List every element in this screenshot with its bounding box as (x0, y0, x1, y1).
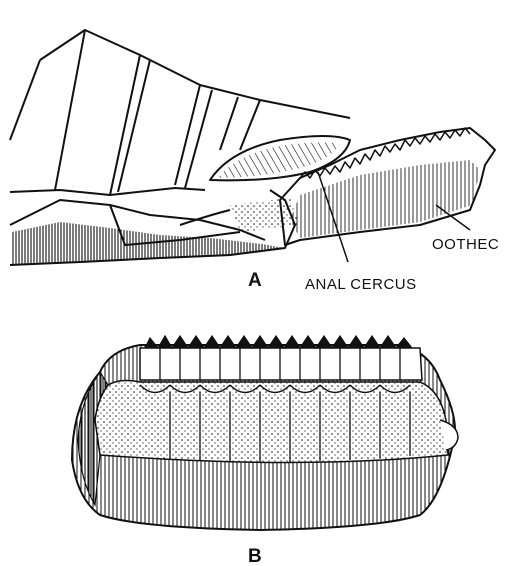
panel-b-ootheca (72, 336, 458, 530)
anal-cercus-label: ANAL CERCUS (305, 276, 417, 293)
ootheca-label: OOTHEC (432, 236, 499, 253)
panel-b-letter: B (248, 546, 262, 566)
ootheca-hatching-a (290, 160, 480, 238)
panel-a-letter: A (248, 270, 262, 291)
segment-stipple (230, 198, 300, 232)
